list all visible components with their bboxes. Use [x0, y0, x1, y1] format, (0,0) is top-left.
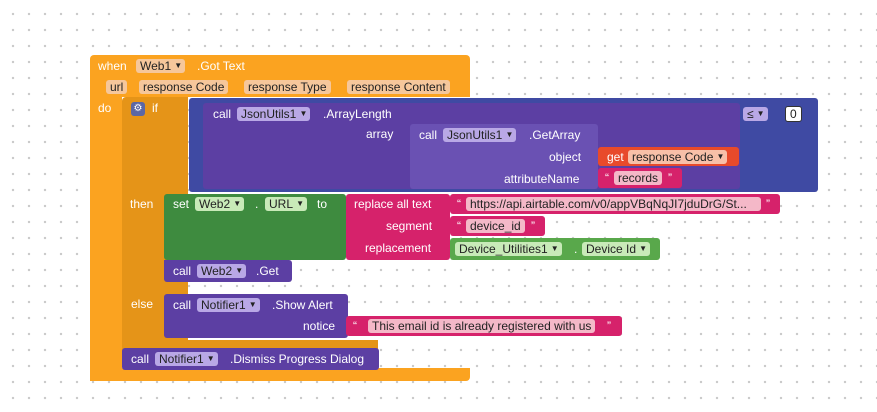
close-quote: ” [668, 171, 672, 185]
array-length-component: JsonUtils1 [241, 107, 297, 121]
set-property-dropdown[interactable]: URL▼ [265, 197, 308, 211]
dismiss-component-dropdown[interactable]: Notifier1▼ [155, 352, 218, 366]
chevron-down-icon: ▼ [756, 109, 765, 118]
array-arg-label: array [366, 127, 394, 141]
show-alert-component: Notifier1 [201, 298, 246, 312]
open-quote: “ [457, 197, 461, 211]
show-alert-call-label: call [173, 298, 192, 312]
get-array-component: JsonUtils1 [447, 128, 503, 142]
notice-text[interactable]: This email id is already registered with… [368, 319, 596, 333]
chevron-down-icon: ▼ [716, 152, 725, 161]
get-label: get [607, 150, 624, 164]
segment-label: segment [386, 219, 433, 233]
get-array-call-label: call [419, 128, 438, 142]
event-block-footer [90, 368, 470, 381]
if-label: if [152, 101, 158, 115]
variable-name: response Code [632, 150, 714, 164]
array-length-call-label: call [213, 107, 232, 121]
compare-value: 0 [790, 107, 797, 121]
then-label: then [130, 197, 154, 211]
get-array-component-dropdown[interactable]: JsonUtils1▼ [443, 128, 517, 142]
object-label: object [549, 150, 582, 164]
close-quote: ” [766, 197, 770, 211]
close-quote: ” [531, 219, 535, 233]
array-length-component-dropdown[interactable]: JsonUtils1▼ [237, 107, 311, 121]
variable-dropdown[interactable]: response Code▼ [628, 150, 728, 164]
open-quote: “ [605, 171, 609, 185]
web2-get-call-label: call [173, 264, 192, 278]
device-util-property: Device Id [586, 242, 637, 256]
url-text[interactable]: https://api.airtable.com/v0/appVBqNqJI7j… [466, 197, 761, 211]
array-length-method: .ArrayLength [323, 107, 392, 121]
set-dot: . [255, 197, 259, 211]
replacement-label: replacement [365, 241, 432, 255]
chevron-down-icon: ▼ [296, 199, 305, 208]
chevron-down-icon: ▼ [299, 109, 308, 118]
get-array-method: .GetArray [529, 128, 581, 142]
dismiss-component: Notifier1 [159, 352, 204, 366]
when-label: when [98, 59, 127, 73]
close-quote: ” [607, 319, 611, 333]
compare-value-field[interactable]: 0 [785, 106, 802, 122]
chevron-down-icon: ▼ [505, 130, 514, 139]
web2-get-component: Web2 [201, 264, 233, 278]
else-label: else [131, 297, 154, 311]
web2-get-method: .Get [256, 264, 279, 278]
device-util-property-dropdown[interactable]: Device Id▼ [582, 242, 651, 256]
set-url-block[interactable] [164, 194, 346, 260]
chevron-down-icon: ▼ [639, 244, 648, 253]
set-component: Web2 [199, 197, 231, 211]
mutator-gear-icon[interactable]: ⚙ [131, 102, 145, 116]
do-label: do [98, 101, 112, 115]
dismiss-call-label: call [131, 352, 150, 366]
param-response-code[interactable]: response Code [139, 80, 229, 94]
event-component-dropdown[interactable]: Web1▼ [136, 59, 186, 73]
notice-label: notice [303, 319, 336, 333]
replace-all-label: replace all text [354, 197, 432, 211]
chevron-down-icon: ▼ [248, 300, 257, 309]
compare-operator-dropdown[interactable]: ≤▼ [743, 107, 768, 121]
device-util-component-dropdown[interactable]: Device_Utilities1▼ [455, 242, 562, 256]
event-name: .Got Text [197, 59, 245, 73]
to-label: to [317, 197, 328, 211]
chevron-down-icon: ▼ [233, 199, 242, 208]
chevron-down-icon: ▼ [235, 266, 244, 275]
show-alert-method: .Show Alert [272, 298, 333, 312]
compare-operator: ≤ [747, 107, 754, 121]
event-block-body-left [90, 97, 122, 381]
param-response-content[interactable]: response Content [347, 80, 450, 94]
chevron-down-icon: ▼ [550, 244, 559, 253]
param-response-type[interactable]: response Type [244, 80, 331, 94]
set-property: URL [269, 197, 294, 211]
set-component-dropdown[interactable]: Web2▼ [195, 197, 245, 211]
event-component-name: Web1 [140, 59, 172, 73]
open-quote: “ [457, 219, 461, 233]
open-quote: “ [353, 319, 357, 333]
records-text[interactable]: records [614, 171, 663, 185]
replace-all-text-block[interactable] [346, 194, 450, 260]
show-alert-component-dropdown[interactable]: Notifier1▼ [197, 298, 260, 312]
web2-get-component-dropdown[interactable]: Web2▼ [197, 264, 247, 278]
chevron-down-icon: ▼ [174, 61, 183, 70]
attribute-name-label: attributeName [504, 172, 580, 186]
param-url[interactable]: url [106, 80, 128, 94]
dismiss-method: .Dismiss Progress Dialog [230, 352, 365, 366]
segment-text[interactable]: device_id [466, 219, 525, 233]
device-util-dot: . [574, 242, 578, 256]
device-util-component: Device_Utilities1 [459, 242, 548, 256]
chevron-down-icon: ▼ [206, 354, 215, 363]
set-label: set [173, 197, 190, 211]
